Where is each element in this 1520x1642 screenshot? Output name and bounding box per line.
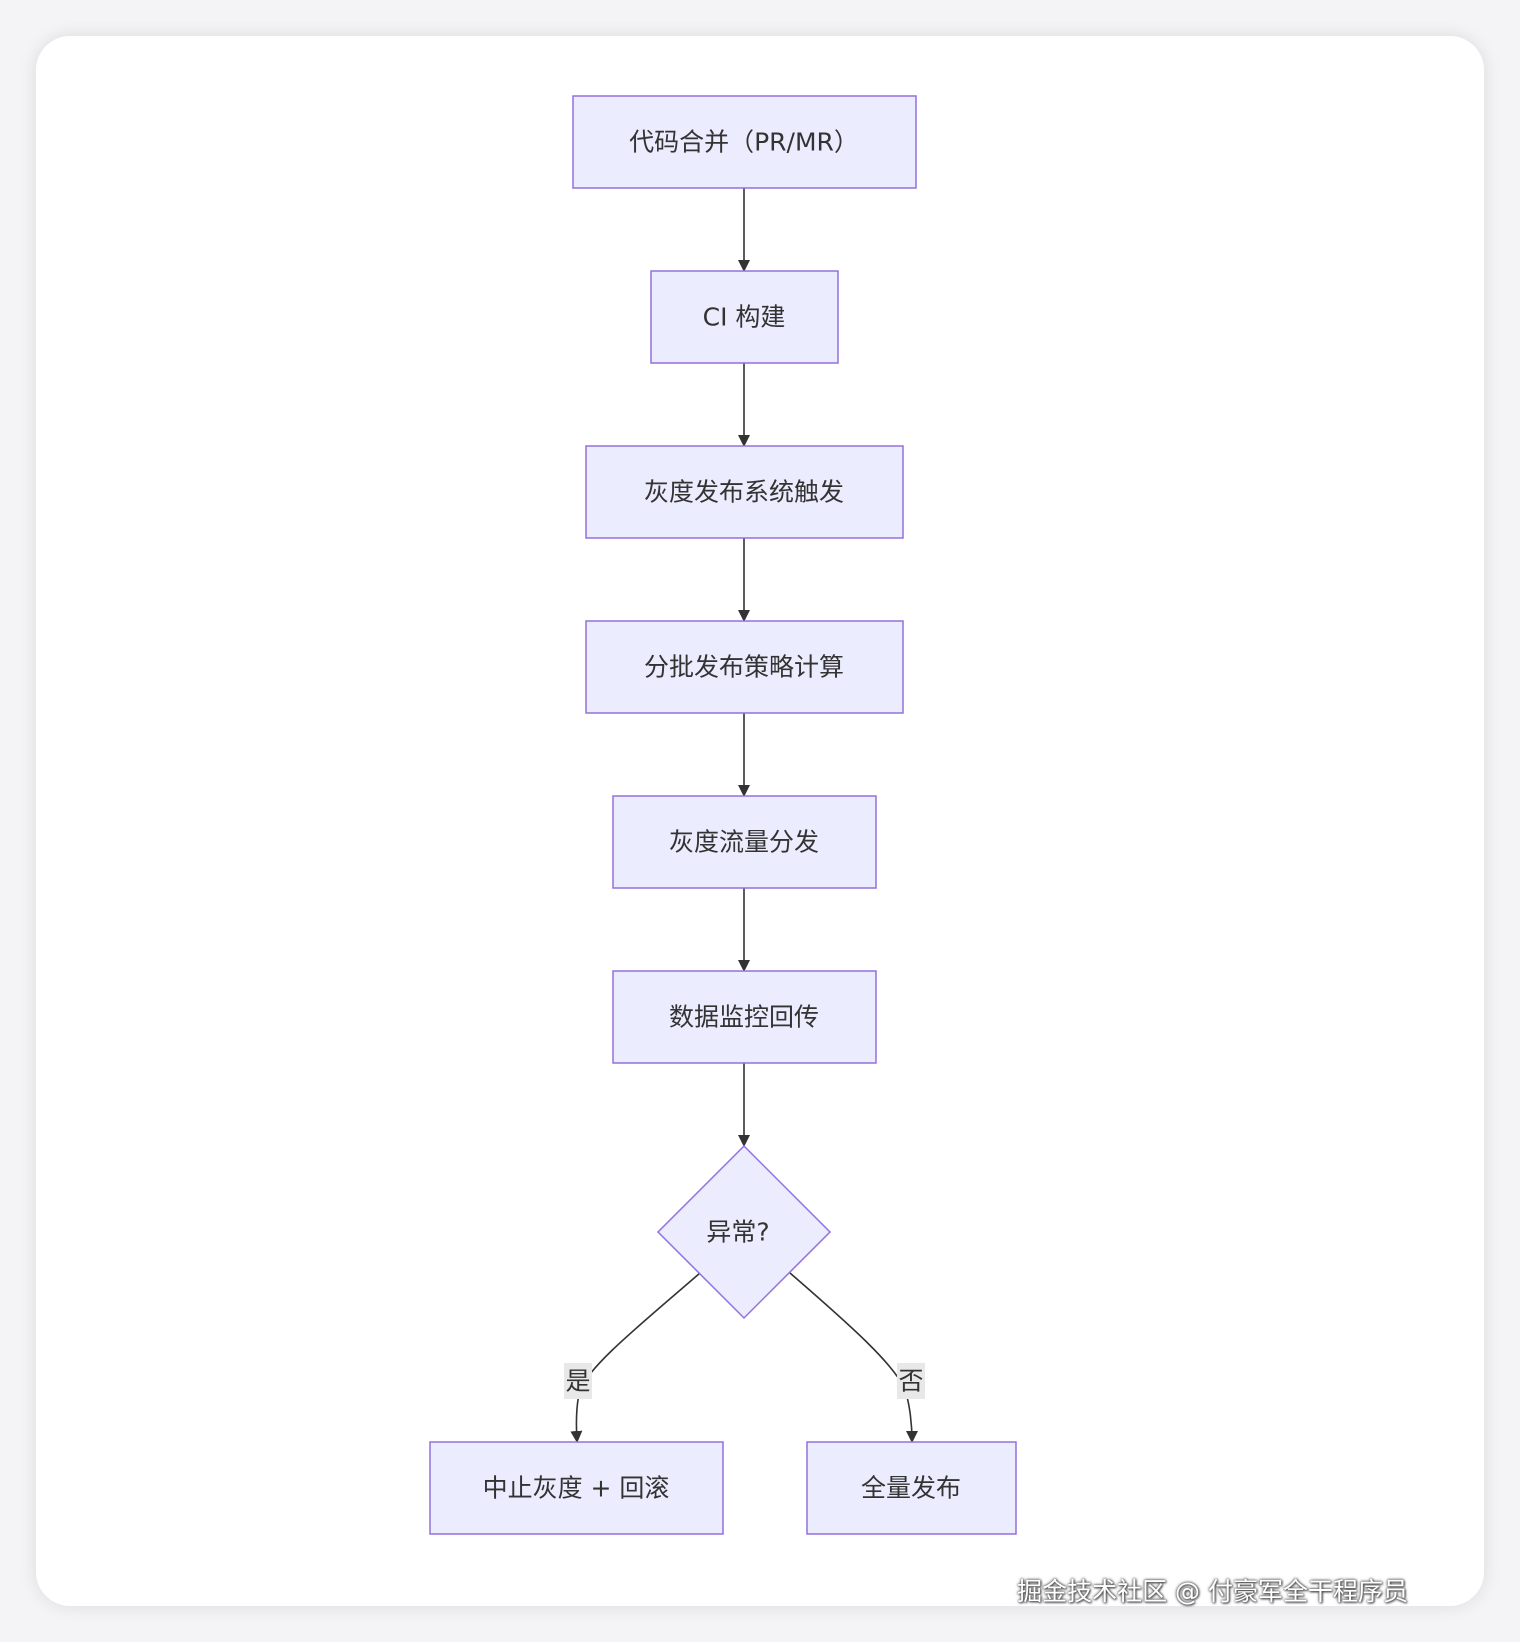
node-ci-label: CI 构建 xyxy=(703,303,786,332)
watermark: 掘金技术社区 @ 付豪军全干程序员 xyxy=(1017,1577,1408,1606)
node-trigger: 灰度发布系统触发 xyxy=(585,445,904,539)
node-merge-label: 代码合并（PR/MR） xyxy=(629,128,859,157)
node-release: 全量发布 xyxy=(806,1441,1017,1535)
node-release-label: 全量发布 xyxy=(861,1474,961,1503)
node-decision: 异常? xyxy=(656,1144,832,1320)
node-traffic: 灰度流量分发 xyxy=(612,795,877,889)
node-monitor: 数据监控回传 xyxy=(612,970,877,1064)
edge-label-no-bg xyxy=(897,1363,925,1399)
node-merge: 代码合并（PR/MR） xyxy=(572,95,917,189)
edge-label-yes-bg xyxy=(564,1363,592,1399)
edge-decision-to-release xyxy=(789,1272,918,1443)
node-decision-label: 异常? xyxy=(706,1218,769,1247)
node-traffic-label: 灰度流量分发 xyxy=(669,828,819,857)
node-strategy: 分批发布策略计算 xyxy=(585,620,904,714)
node-strategy-label: 分批发布策略计算 xyxy=(644,653,844,682)
node-monitor-label: 数据监控回传 xyxy=(669,1003,819,1032)
edge-label-no: 否 xyxy=(898,1367,923,1396)
edge-decision-to-rollback xyxy=(570,1272,701,1443)
node-trigger-label: 灰度发布系统触发 xyxy=(644,478,844,507)
node-rollback: 中止灰度 + 回滚 xyxy=(429,1441,724,1535)
node-rollback-label: 中止灰度 + 回滚 xyxy=(483,1474,670,1503)
node-ci: CI 构建 xyxy=(650,270,839,364)
edge-label-yes: 是 xyxy=(565,1367,590,1396)
